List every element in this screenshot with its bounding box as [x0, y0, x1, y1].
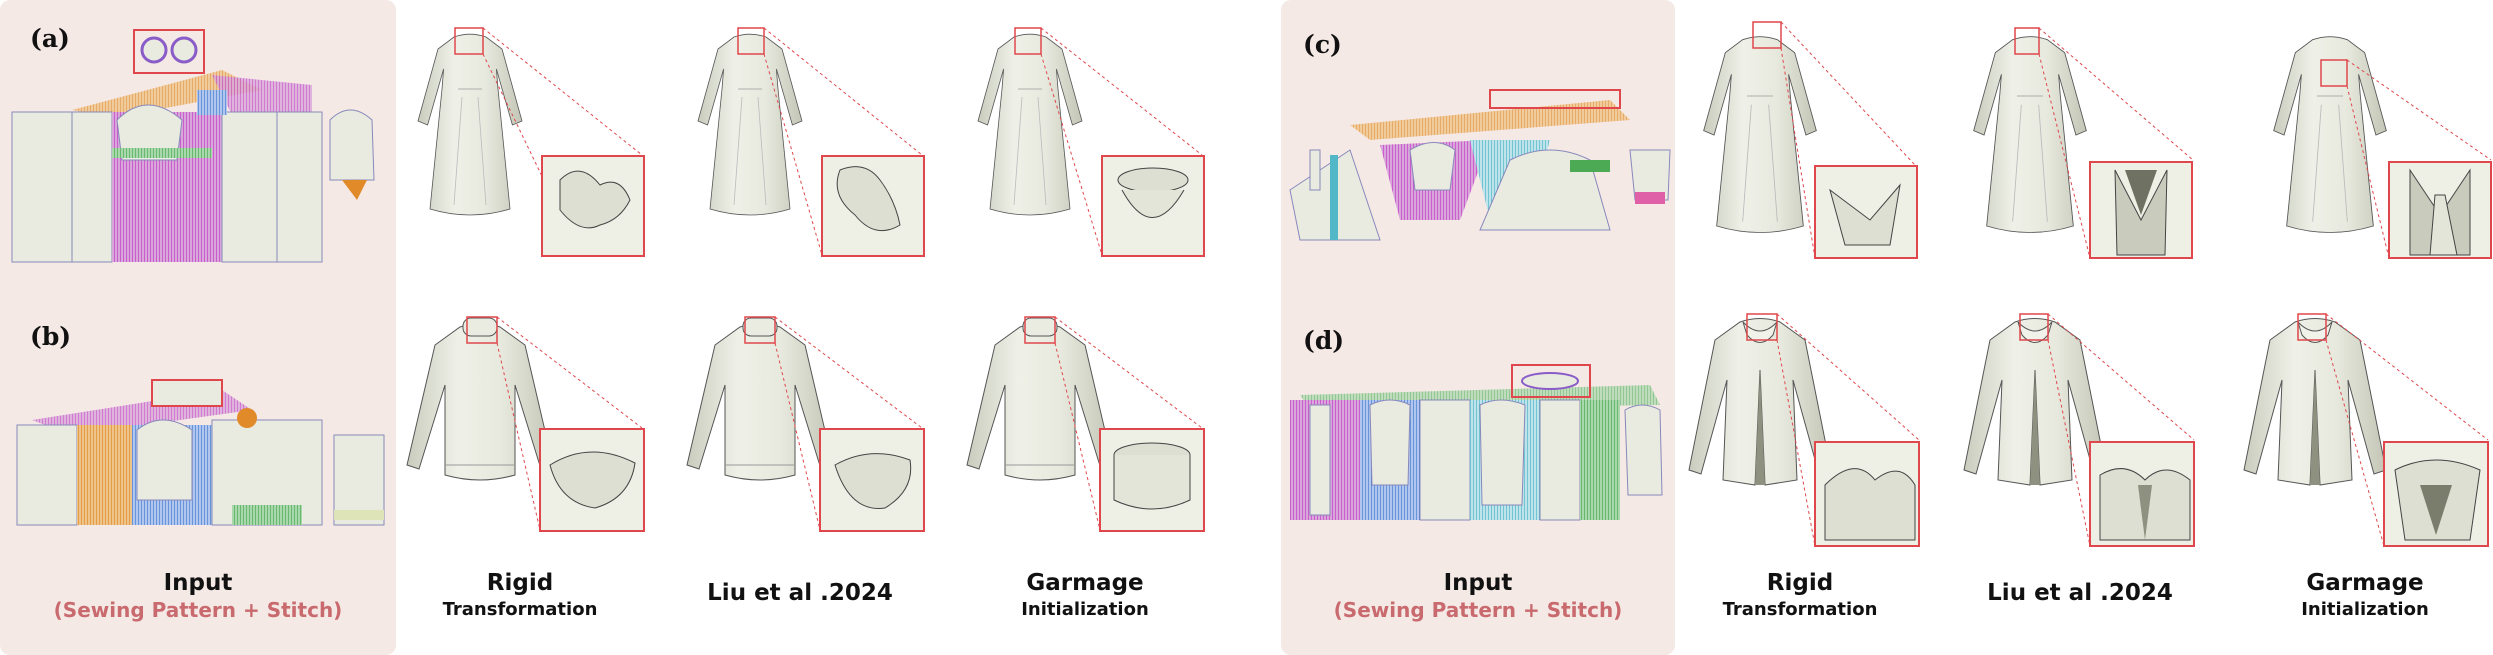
- caption-rigid-title-2: Rigid: [1766, 570, 1834, 596]
- caption-input-left: Input (Sewing Pattern + Stitch): [30, 568, 366, 622]
- render-c-garmage: [2265, 20, 2493, 265]
- caption-rigid-title: Rigid: [486, 570, 554, 596]
- panel-label-d: (d): [1303, 326, 1345, 355]
- caption-liu-left: Liu et al .2024: [690, 578, 910, 608]
- render-a-garmage: [970, 20, 1220, 260]
- panel-label-a: (a): [30, 24, 70, 53]
- render-c-rigid: [1695, 20, 1925, 265]
- caption-liu-2: Liu et al .2024: [1987, 580, 2173, 606]
- render-b-rigid: [405, 315, 660, 560]
- caption-garmage-sub-2: Initialization: [2301, 599, 2429, 620]
- render-d-garmage: [2240, 310, 2493, 560]
- caption-garmage-title: Garmage: [1026, 570, 1144, 596]
- caption-input-sub: (Sewing Pattern + Stitch): [53, 598, 343, 622]
- render-b-liu: [685, 315, 940, 560]
- render-c-liu: [1965, 20, 2200, 265]
- caption-input-sub-2: (Sewing Pattern + Stitch): [1333, 598, 1623, 622]
- sewing-pattern-c: [1289, 80, 1675, 250]
- caption-rigid-sub-2: Transformation: [1722, 599, 1878, 620]
- panel-label-b: (b): [30, 322, 72, 351]
- render-a-liu: [690, 20, 940, 260]
- render-d-liu: [1960, 310, 2200, 560]
- render-d-rigid: [1685, 310, 1925, 560]
- caption-garmage-sub: Initialization: [1021, 599, 1149, 620]
- caption-rigid-sub: Transformation: [442, 599, 598, 620]
- caption-liu-right: Liu et al .2024: [1970, 578, 2190, 608]
- caption-input-right: Input (Sewing Pattern + Stitch): [1310, 568, 1646, 622]
- caption-garmage-right: Garmage Initialization: [2265, 568, 2465, 622]
- sewing-pattern-a: [11, 29, 392, 270]
- caption-rigid-left: Rigid Transformation: [420, 568, 620, 622]
- caption-garmage-left: Garmage Initialization: [985, 568, 1185, 622]
- caption-liu: Liu et al .2024: [707, 580, 893, 606]
- caption-input-title: Input: [163, 570, 233, 596]
- caption-input-title-2: Input: [1443, 570, 1513, 596]
- render-a-rigid: [410, 20, 660, 260]
- render-b-garmage: [965, 315, 1220, 560]
- sewing-pattern-b: [12, 379, 392, 540]
- panel-label-c: (c): [1303, 30, 1342, 59]
- caption-rigid-right: Rigid Transformation: [1700, 568, 1900, 622]
- caption-garmage-title-2: Garmage: [2306, 570, 2424, 596]
- sewing-pattern-d: [1290, 364, 1675, 525]
